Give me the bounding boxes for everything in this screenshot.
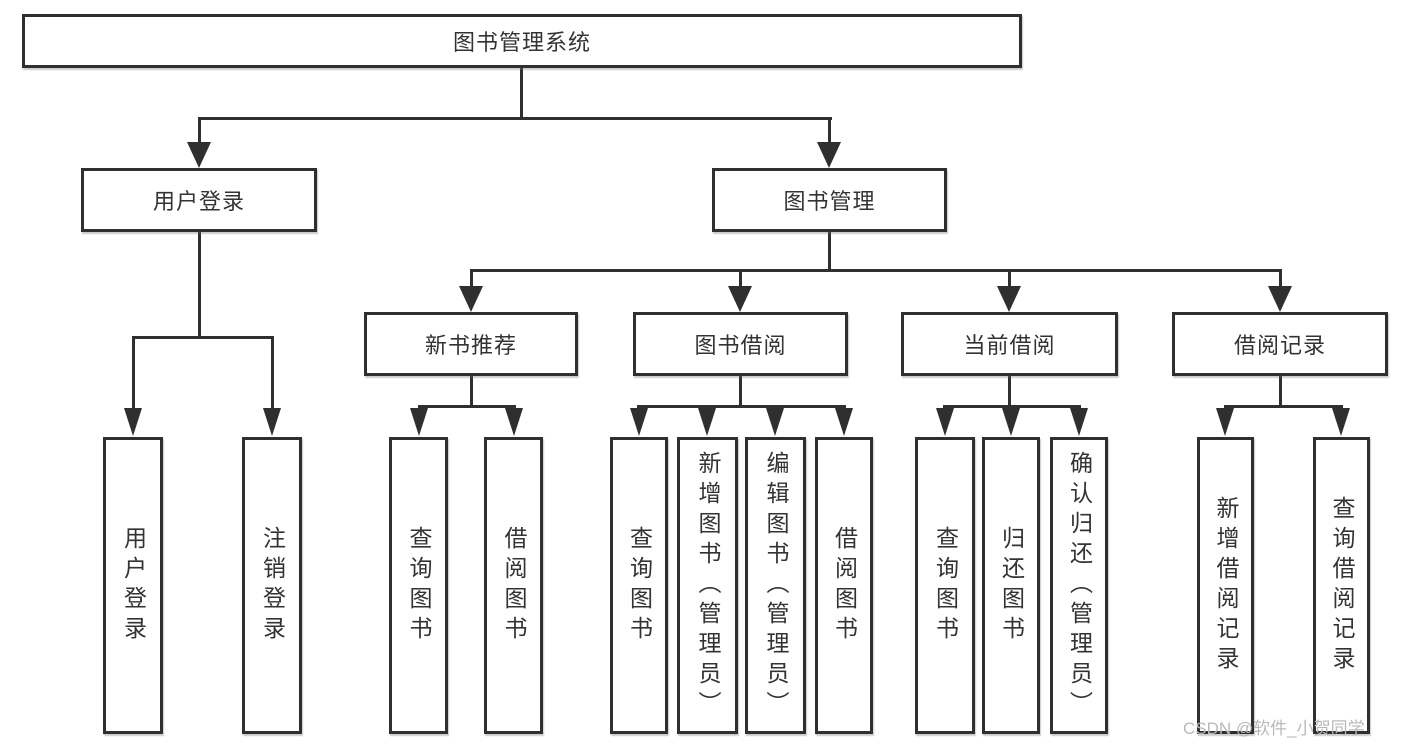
arrow-down-icon: [766, 408, 784, 436]
arrow-down-icon: [817, 142, 841, 168]
arrow-down-icon: [124, 408, 142, 436]
connector-line: [198, 232, 201, 336]
arrow-down-icon: [505, 408, 523, 436]
arrow-down-icon: [728, 286, 752, 312]
leaf-rec-query-books: 查询图书: [389, 437, 448, 734]
arrow-down-icon: [410, 408, 428, 436]
connector-line: [271, 339, 274, 411]
connector-line: [739, 376, 742, 407]
leaf-return-book: 归还图书: [982, 437, 1040, 734]
leaf-current-query-books: 查询图书: [915, 437, 975, 734]
arrow-down-icon: [1332, 408, 1350, 436]
connector-line: [943, 405, 1081, 408]
connector-line: [1008, 376, 1011, 407]
connector-line: [198, 117, 201, 145]
connector-line: [637, 405, 846, 408]
arrow-down-icon: [263, 408, 281, 436]
connector-line: [828, 117, 831, 145]
connector-line: [1224, 405, 1343, 408]
arrow-down-icon: [698, 408, 716, 436]
leaf-add-book-admin: 新增图书（管理员）: [677, 437, 738, 734]
leaf-add-borrow-record: 新增借阅记录: [1197, 437, 1254, 734]
arrow-down-icon: [187, 142, 211, 168]
connector-line: [418, 405, 516, 408]
connector-line: [132, 339, 135, 411]
watermark-text: CSDN @软件_小贺同学: [1183, 719, 1365, 738]
arrow-down-icon: [1002, 408, 1020, 436]
connector-line: [1279, 376, 1282, 407]
leaf-query-borrow-record: 查询借阅记录: [1313, 437, 1370, 734]
arrow-down-icon: [1216, 408, 1234, 436]
node-user-login: 用户登录: [81, 168, 317, 232]
leaf-rec-borrow-books: 借阅图书: [484, 437, 543, 734]
arrow-down-icon: [1268, 286, 1292, 312]
leaf-confirm-return-admin: 确认归还（管理员）: [1050, 437, 1108, 734]
connector-line: [198, 117, 832, 120]
node-book-mgmt: 图书管理: [712, 168, 947, 232]
leaf-edit-book-admin: 编辑图书（管理员）: [745, 437, 806, 734]
node-current-borrow: 当前借阅: [901, 312, 1118, 376]
arrow-down-icon: [630, 408, 648, 436]
leaf-logout: 注销登录: [242, 437, 302, 734]
connector-line: [520, 66, 523, 120]
connector-line: [739, 272, 742, 288]
arrow-down-icon: [936, 408, 954, 436]
leaf-user-login: 用户登录: [103, 437, 163, 734]
connector-line: [1279, 272, 1282, 288]
node-book-borrow: 图书借阅: [633, 312, 848, 376]
arrow-down-icon: [459, 286, 483, 312]
node-root: 图书管理系统: [22, 14, 1022, 68]
arrow-down-icon: [997, 286, 1021, 312]
connector-line: [470, 272, 473, 288]
connector-line: [470, 269, 1282, 272]
leaf-borrow-query-books: 查询图书: [610, 437, 668, 734]
connector-line: [470, 376, 473, 407]
arrow-down-icon: [1070, 408, 1088, 436]
node-borrow-records: 借阅记录: [1172, 312, 1388, 376]
connector-line: [132, 336, 274, 339]
connector-line: [828, 232, 831, 272]
connector-line: [1008, 272, 1011, 288]
leaf-borrow-books: 借阅图书: [815, 437, 873, 734]
node-new-book-recommend: 新书推荐: [364, 312, 578, 376]
arrow-down-icon: [835, 408, 853, 436]
